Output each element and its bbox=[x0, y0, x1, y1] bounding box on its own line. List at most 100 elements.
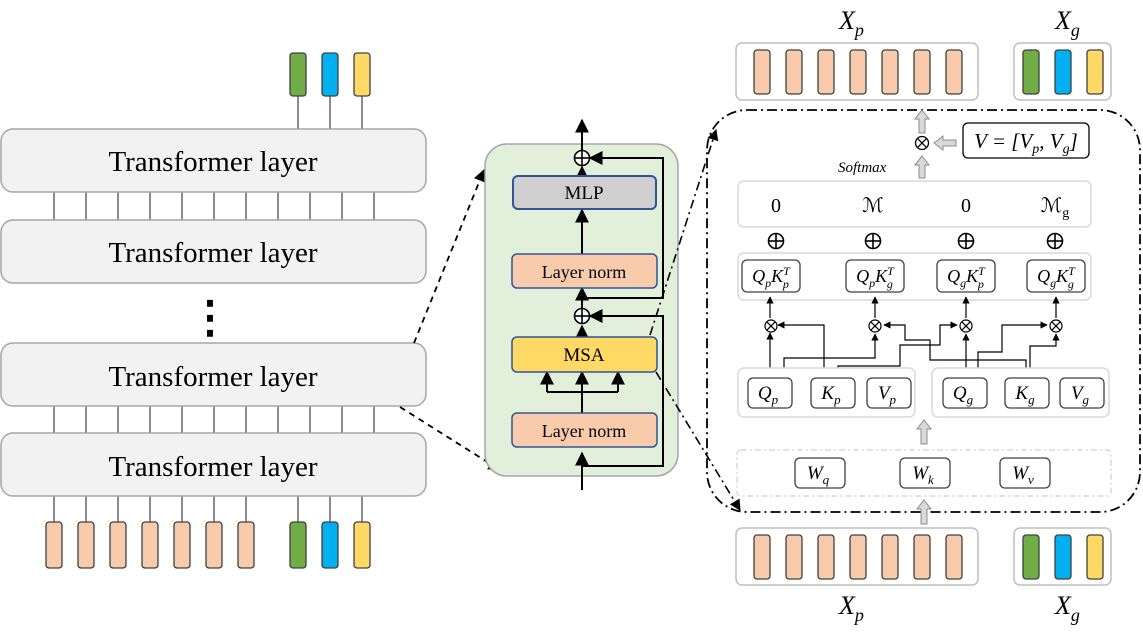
class-token bbox=[353, 521, 371, 569]
patch-token bbox=[817, 534, 835, 580]
mask-items: 0 ℳ 0 ℳg bbox=[771, 195, 1069, 221]
weight-label: Wk bbox=[912, 463, 934, 487]
svg-text:MSA: MSA bbox=[563, 345, 604, 366]
qk-multiply bbox=[868, 319, 882, 333]
mask-row bbox=[737, 180, 1092, 228]
flow-arrow-weights bbox=[915, 419, 933, 445]
weight-box bbox=[899, 457, 951, 489]
patch-token bbox=[913, 534, 931, 580]
layer-norm-top-box: Layer norm bbox=[511, 253, 658, 289]
class-token bbox=[321, 52, 339, 97]
weight-box bbox=[999, 457, 1051, 489]
patch-token bbox=[817, 49, 835, 95]
patch-token bbox=[785, 49, 803, 95]
svg-text:Layer norm: Layer norm bbox=[542, 262, 626, 282]
patch-token bbox=[785, 534, 803, 580]
msa-box: MSA bbox=[511, 336, 658, 373]
layer-label: Transformer layer bbox=[108, 146, 317, 178]
patch-token bbox=[881, 49, 899, 95]
svg-text:V = [Vp, Vg]: V = [Vp, Vg] bbox=[974, 129, 1078, 157]
transformer-layer-4: Transformer layer bbox=[0, 128, 427, 193]
qkv-p-box bbox=[866, 377, 912, 409]
qkv-p-label: Qp bbox=[758, 383, 779, 407]
patch-token bbox=[77, 521, 95, 569]
mask-item: ℳ bbox=[862, 195, 883, 217]
patch-token bbox=[109, 521, 127, 569]
mask-item: ℳg bbox=[1041, 195, 1069, 221]
class-token bbox=[1022, 534, 1040, 580]
qk-product-box bbox=[936, 259, 996, 293]
qk-multiply bbox=[1049, 319, 1063, 333]
class-token bbox=[289, 521, 307, 569]
layer-connectors bbox=[53, 192, 375, 433]
qkv-g-box bbox=[942, 377, 988, 409]
layer-label: Transformer layer bbox=[108, 237, 317, 269]
flow-arrow-softmax bbox=[913, 155, 931, 179]
layer-label: Transformer layer bbox=[108, 451, 317, 483]
qkv-p-box bbox=[810, 377, 856, 409]
mask-add bbox=[957, 232, 975, 250]
mlp-box: MLP bbox=[512, 175, 657, 210]
class-token bbox=[1086, 534, 1104, 580]
patch-token bbox=[753, 49, 771, 95]
patch-token bbox=[173, 521, 191, 569]
mask-add bbox=[1046, 232, 1064, 250]
mask-item: 0 bbox=[771, 195, 781, 217]
qkv-g-label: Vg bbox=[1071, 383, 1090, 407]
mask-add bbox=[864, 232, 882, 250]
qk-product-box bbox=[1026, 259, 1086, 293]
flow-arrow-input bbox=[915, 499, 933, 525]
zoom-line-top bbox=[413, 168, 486, 344]
residual-add-1 bbox=[573, 307, 591, 325]
qk-product-box bbox=[741, 259, 801, 293]
weight-label: Wv bbox=[1012, 463, 1034, 487]
qkv-g-label: Qg bbox=[953, 383, 974, 407]
patch-token bbox=[45, 521, 63, 569]
flow-arrow-output bbox=[913, 109, 931, 134]
layer-norm-bottom-box: Layer norm bbox=[511, 412, 658, 448]
patch-token bbox=[205, 521, 223, 569]
qk-product-box bbox=[845, 259, 905, 293]
class-token bbox=[289, 52, 307, 97]
svg-text:Layer norm: Layer norm bbox=[542, 421, 626, 441]
value-multiply bbox=[914, 135, 930, 151]
attention-detail: Xp Xg Xp Xg V bbox=[706, 6, 1141, 625]
transformer-layer-3: Transformer layer bbox=[0, 219, 427, 284]
zoom-line-bottom bbox=[399, 406, 502, 471]
xp-output-label: Xp bbox=[838, 6, 864, 40]
layer-ellipsis: ⋮ bbox=[188, 293, 232, 342]
xp-input-label: Xp bbox=[838, 591, 864, 625]
patch-token bbox=[945, 534, 963, 580]
mask-item: 0 bbox=[961, 195, 971, 217]
transformer-block-detail: MLP Layer norm MSA Layer norm bbox=[484, 118, 679, 490]
class-token bbox=[1054, 534, 1072, 580]
flow-arrow-v bbox=[933, 134, 957, 152]
zoom-line-msa-bottom bbox=[655, 371, 741, 511]
input-tokens-attn bbox=[753, 534, 1104, 580]
qk-multiply-row bbox=[764, 319, 1063, 333]
input-tokens bbox=[45, 496, 371, 569]
patch-token bbox=[849, 534, 867, 580]
class-token bbox=[1022, 49, 1040, 95]
patch-token bbox=[753, 534, 771, 580]
residual-add-2 bbox=[573, 149, 591, 167]
qk-wiring bbox=[766, 296, 1060, 376]
qkv-g-box bbox=[1004, 377, 1050, 409]
weight-box bbox=[794, 457, 846, 489]
zoom-line-msa-top bbox=[649, 128, 719, 336]
transformer-layer-2: Transformer layer bbox=[0, 342, 427, 407]
qkv-g-label: Kg bbox=[1014, 383, 1035, 407]
transformer-stack: Transformer layer Transformer layer ⋮ Tr… bbox=[0, 52, 427, 569]
output-class-tokens bbox=[289, 52, 371, 129]
patch-token bbox=[849, 49, 867, 95]
qk-multiply bbox=[764, 319, 778, 333]
patch-token bbox=[913, 49, 931, 95]
output-tokens bbox=[753, 49, 1104, 95]
